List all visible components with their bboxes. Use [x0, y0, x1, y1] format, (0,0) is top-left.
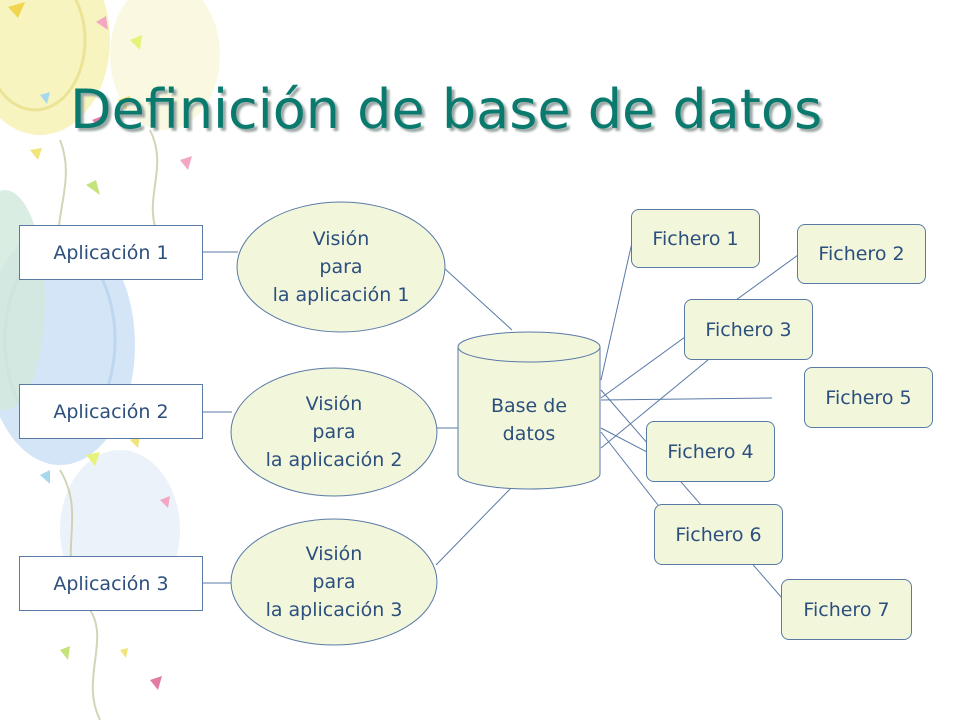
file-node-3: Fichero 3: [684, 299, 813, 360]
view-node-1: Visión para la aplicación 1: [237, 202, 445, 332]
view-node-3: Visión para la aplicación 3: [231, 519, 437, 645]
application-box-1: Aplicación 1: [19, 225, 203, 280]
file-node-4: Fichero 4: [646, 421, 775, 482]
file-node-5: Fichero 5: [804, 367, 933, 428]
database-label-line2: datos: [502, 423, 556, 445]
view-label-line3: la aplicación 2: [265, 449, 403, 471]
view-label-line2: para: [312, 571, 356, 593]
database-label: Base de datos: [458, 392, 600, 448]
slide-title: Definición de base de datos: [70, 78, 823, 141]
file-node-7: Fichero 7: [781, 579, 912, 640]
view-label-line3: la aplicación 3: [265, 599, 403, 621]
file-node-1: Fichero 1: [631, 209, 760, 268]
confetti-decoration: [8, 2, 192, 690]
view-ellipse-3: [230, 518, 438, 646]
view-label-line2: para: [319, 256, 363, 278]
database-label-line1: Base de: [490, 395, 568, 417]
view-label-line2: para: [312, 421, 356, 443]
connector-lines: [203, 237, 799, 599]
database-cylinder: [457, 331, 601, 490]
view-label-line1: Visión: [305, 543, 363, 565]
view-ellipse-2: [230, 367, 438, 497]
view-node-2: Visión para la aplicación 2: [231, 368, 437, 496]
file-node-2: Fichero 2: [797, 224, 926, 284]
application-box-2: Aplicación 2: [19, 384, 203, 439]
view-ellipse-1: [236, 201, 446, 333]
file-node-6: Fichero 6: [654, 504, 783, 565]
view-label-line3: la aplicación 1: [272, 284, 410, 306]
view-label-line1: Visión: [312, 228, 370, 250]
view-label-line1: Visión: [305, 393, 363, 415]
application-box-3: Aplicación 3: [19, 556, 203, 611]
